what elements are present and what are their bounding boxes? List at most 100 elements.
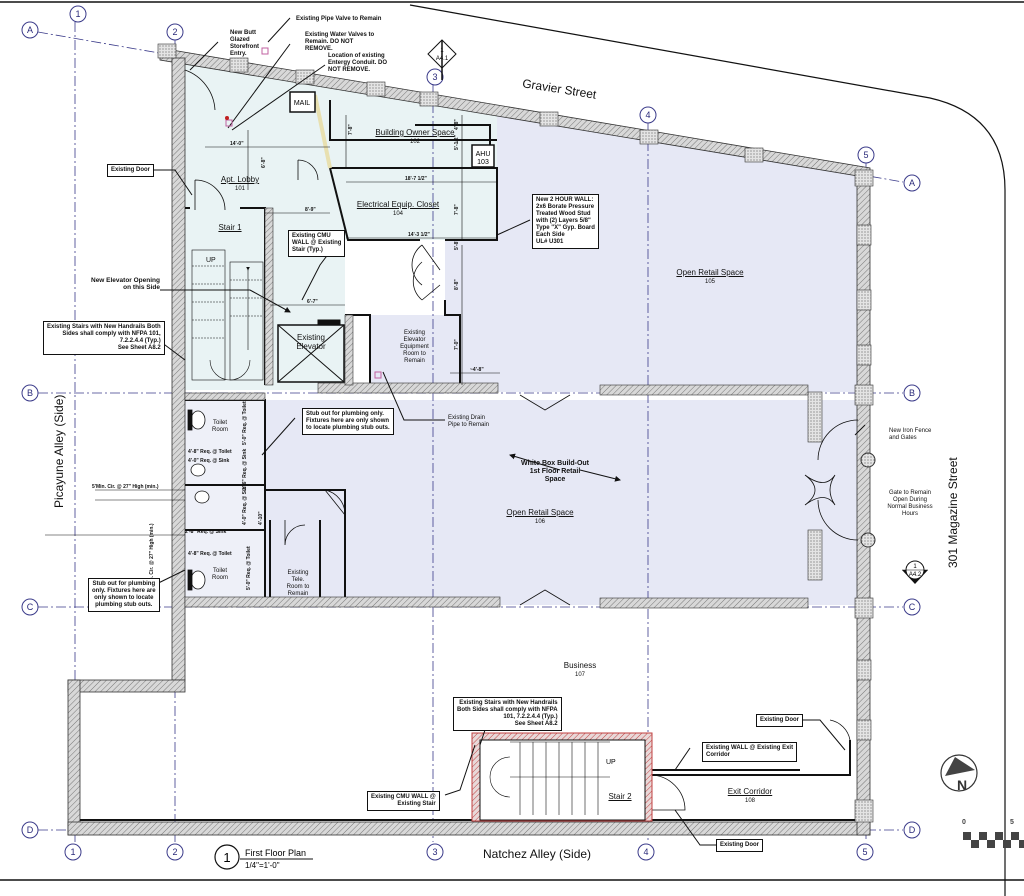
svg-text:6'-7": 6'-7": [307, 299, 318, 305]
svg-text:1/4"=1'-0": 1/4"=1'-0": [245, 861, 280, 870]
grid-bubble-B-left: B: [21, 384, 39, 402]
svg-text:UP: UP: [606, 759, 616, 766]
svg-text:First Floor Plan: First Floor Plan: [245, 848, 306, 858]
note-storefront: New Butt Glazed Storefront Entry.: [230, 30, 259, 57]
iron-fence-label: New Iron Fence and Gates: [889, 428, 932, 441]
svg-text:2'-8" Req. @ Sink: 2'-8" Req. @ Sink: [185, 529, 226, 535]
svg-text:4: 4: [645, 110, 650, 120]
grid-bubble-A-left: A: [21, 21, 39, 39]
plumbing-fixtures: [187, 409, 210, 591]
street-label-bottom: Natchez Alley (Side): [483, 847, 592, 861]
toilet-room-2-label: Toilet Room: [212, 568, 229, 581]
svg-text:5'-0" Req. @ Toilet: 5'-0" Req. @ Toilet: [246, 546, 252, 590]
svg-text:8'-8": 8'-8": [454, 279, 460, 290]
grid-bubble-3-bottom: 3: [426, 843, 444, 861]
svg-text:103: 103: [477, 159, 489, 166]
note-stairs-handrails-2: Existing Stairs with New Handrails Both …: [453, 697, 562, 731]
note-existing-door-1: Existing Door: [107, 164, 155, 177]
grid-bubble-1-top: 1: [69, 5, 87, 23]
svg-text:C: C: [909, 602, 916, 612]
svg-text:0: 0: [962, 819, 966, 826]
svg-text:5: 5: [862, 847, 867, 857]
svg-text:4'-10": 4'-10": [258, 511, 264, 525]
svg-text:5: 5: [863, 150, 868, 160]
fence-posts: [860, 452, 876, 548]
grid-bubble-C-left: C: [21, 598, 39, 616]
grid-bubble-3-top: 3: [426, 68, 444, 86]
svg-text:2: 2: [172, 847, 177, 857]
graphic-scale-bar: 0 5: [962, 819, 1024, 848]
valve-symbols: [225, 47, 382, 379]
note-pipe-valve: Existing Pipe Valve to Remain: [296, 16, 382, 22]
svg-text:4'-8" Req. @ Toilet: 4'-8" Req. @ Toilet: [188, 449, 232, 455]
ahu-103: AHU 103: [471, 144, 495, 168]
grid-bubble-2-bottom: 2: [166, 843, 184, 861]
svg-text:~4'-8": ~4'-8": [470, 367, 484, 373]
room-stair-2: Stair 2: [608, 792, 632, 801]
svg-text:AHU: AHU: [476, 151, 491, 158]
svg-text:B: B: [27, 388, 33, 398]
grid-bubble-4-top: 4: [639, 106, 657, 124]
svg-text:3: 3: [432, 847, 437, 857]
svg-text:1: 1: [223, 850, 230, 865]
grid-bubble-2-top: 2: [166, 23, 184, 41]
svg-text:7'-8": 7'-8": [348, 124, 354, 135]
svg-text:5'-8": 5'-8": [454, 239, 460, 250]
street-label-left: Picayune Alley (Side): [52, 394, 66, 508]
grid-bubble-5-top: 5: [857, 146, 875, 164]
svg-text:1: 1: [440, 48, 444, 54]
room-stair-1: Stair 1: [218, 223, 242, 232]
svg-text:A4.1: A4.1: [436, 56, 449, 62]
note-cmu-wall-stair1: Existing CMU WALL @ Existing Stair (Typ.…: [288, 230, 346, 257]
section-marker-a4-2[interactable]: 1 A4.2: [902, 560, 928, 584]
svg-text:5'Min. Cir. @ 27" High (min.): 5'Min. Cir. @ 27" High (min.): [149, 523, 155, 590]
hatched-partitions: [184, 207, 809, 609]
svg-text:A: A: [909, 178, 915, 188]
grid-bubble-5-bottom: 5: [856, 843, 874, 861]
note-stub-out-2: Stub out for plumbing only. Fixtures her…: [88, 578, 160, 612]
elevator-label: Existing Elevator: [296, 333, 326, 351]
grid-bubble-D-left: D: [21, 821, 39, 839]
grid-bubble-D-right: D: [903, 821, 921, 839]
svg-text:4: 4: [643, 847, 648, 857]
exterior-walls: [67, 47, 871, 836]
property-line: [409, 4, 1006, 896]
svg-text:MAIL: MAIL: [294, 100, 310, 107]
note-existing-door-2: Existing Door: [756, 714, 804, 727]
svg-text:5: 5: [1010, 819, 1014, 826]
dimension-texts: 14'-0" 7'-8" 6'-8" 18'-7 1/2" 14'-3 1/2"…: [92, 119, 484, 590]
svg-text:4'-0" Req. @ Sink: 4'-0" Req. @ Sink: [188, 458, 229, 464]
stair-2: UP: [471, 732, 653, 822]
note-drain-pipe: Existing Drain Pipe to Remain: [448, 415, 490, 428]
svg-text:UP: UP: [206, 257, 216, 264]
svg-text:4'-8": 4'-8": [454, 119, 460, 130]
grid-bubbles: 1 2 3 4 5 1 2 3 4 5 A A B B C C D D: [21, 5, 921, 861]
svg-text:7'-0": 7'-0": [454, 339, 460, 350]
svg-text:6'-8": 6'-8": [261, 157, 267, 168]
note-water-valves: Existing Water Valves to Remain. DO NOT …: [305, 32, 375, 52]
note-cmu-wall-stair2: Existing CMU WALL @ Existing Stair: [367, 791, 440, 811]
svg-text:4'-8" Req. @ Toilet: 4'-8" Req. @ Toilet: [188, 551, 232, 557]
svg-text:3: 3: [432, 72, 437, 82]
svg-text:B: B: [909, 388, 915, 398]
svg-text:5'-0" Req. @ Toilet: 5'-0" Req. @ Toilet: [242, 401, 248, 445]
dimension-lines: [45, 115, 500, 536]
svg-text:7'-8": 7'-8": [454, 204, 460, 215]
section-marker-a4-1[interactable]: 1 A4.1: [427, 39, 457, 80]
grid-bubble-4-bottom: 4: [637, 843, 655, 861]
street-label-right: 301 Magazine Street: [946, 457, 960, 568]
note-existing-door-3: Existing Door: [716, 839, 764, 852]
north-arrow: N: [940, 754, 978, 793]
svg-text:N: N: [957, 777, 967, 793]
elevator-equipment-room-label: Existing Elevator Equipment Room to Rema…: [400, 330, 429, 364]
white-box-label: White Box Build-Out 1st Floor Retail Spa…: [520, 460, 590, 483]
svg-text:2'-6" Req. @ Sink: 2'-6" Req. @ Sink: [242, 449, 248, 490]
svg-text:1: 1: [75, 9, 80, 19]
tele-room-label: Existing Tele. Room to Remain: [286, 570, 310, 597]
svg-text:8'-9": 8'-9": [305, 207, 316, 213]
